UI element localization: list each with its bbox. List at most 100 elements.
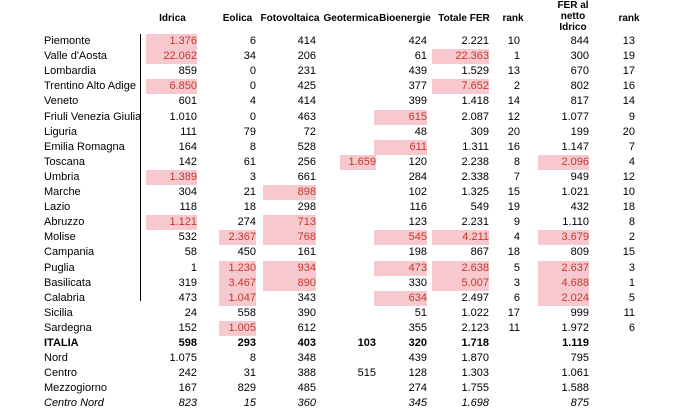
cell-rank2: 10 [622,186,635,198]
cell-geotermica: 103 [357,337,376,349]
cell-rank1 [500,381,520,396]
cell-totale: 1.718 [461,337,489,349]
cell-fer-netto: 2.024 [538,290,589,306]
cell-region: Veneto [44,95,79,108]
cell-eolica: 4 [249,95,256,108]
cell-fer-netto: 2.096 [538,154,589,170]
cell-region: Umbria [44,170,80,183]
cell-totale: 22.363 [432,49,489,65]
cell-bioenergie: 424 [408,35,427,47]
cell-fotovoltaica: 768 [263,230,316,246]
cell-fer-netto: 795 [570,352,589,365]
cell-idrica: 24 [184,306,197,319]
cell-rank1: 11 [508,321,520,334]
cell-bioenergie: 320 [408,337,427,349]
cell-rank2: 14 [622,95,635,108]
cell-rank1: 16 [507,140,520,153]
cell-region: Marche [44,186,81,198]
cell-region: Mezzogiorno [44,382,107,395]
cell-eolica: 18 [243,201,256,214]
cell-fer-netto: 802 [570,80,589,93]
header-rank-2: rank [618,13,640,24]
cell-rank1: 4 [513,231,520,244]
cell-eolica: 293 [237,337,256,349]
cell-bioenergie: 439 [408,352,427,365]
cell-eolica: 6 [249,35,256,47]
cell-rank2 [615,351,635,366]
cell-rank2: 3 [628,261,635,274]
cell-totale: 4.211 [432,230,489,246]
cell-geotermica [340,321,376,336]
cell-rank2: 18 [622,201,635,214]
cell-rank1: 12 [507,110,520,123]
cell-eolica: 21 [243,186,256,198]
cell-rank2: 1 [628,276,635,289]
cell-rank2: 7 [628,140,635,153]
cell-fer-netto: 1.110 [562,216,589,229]
cell-idrica: 1 [190,261,197,274]
cell-region: Toscana [44,155,85,168]
cell-fotovoltaica: 898 [263,185,316,200]
cell-region: Abruzzo [44,216,85,229]
cell-idrica: 1.376 [146,34,197,49]
cell-bioenergie: 120 [408,155,427,168]
header-bioenergie: Bioenergie [379,13,431,24]
cell-totale: 1.303 [461,367,489,380]
cell-idrica: 167 [178,382,197,395]
cell-rank2: 6 [628,321,635,334]
cell-fer-netto: 817 [570,95,589,108]
cell-idrica: 823 [178,397,197,410]
cell-totale: 2.638 [432,260,489,276]
cell-geotermica [340,261,376,276]
cell-fer-netto: 1.972 [561,321,589,334]
cell-rank1: 3 [513,276,520,289]
cell-fer-netto: 4.688 [538,275,589,291]
cell-fotovoltaica: 414 [297,95,316,108]
cell-bioenergie: 284 [408,170,427,183]
cell-idrica: 859 [178,65,197,78]
cell-geotermica [340,215,376,230]
cell-totale: 1.755 [461,382,489,395]
cell-fer-netto: 875 [570,397,589,410]
cell-region: Nord [44,352,68,365]
header-fotovoltaica: Fotovoltaica [260,13,320,24]
cell-totale: 2.338 [461,170,489,183]
cell-totale: 2.123 [461,321,489,334]
cell-geotermica [340,79,376,94]
cell-fer-netto: 670 [570,65,589,78]
cell-totale: 1.325 [461,186,489,198]
cell-totale: 1.311 [462,140,489,153]
cell-bioenergie: 377 [408,80,427,93]
cell-fotovoltaica: 256 [297,155,316,168]
cell-geotermica [340,306,376,321]
cell-fer-netto: 1.021 [561,186,589,198]
cell-rank1 [500,351,520,366]
cell-bioenergie: 123 [408,216,427,229]
cell-bioenergie: 473 [374,260,427,276]
cell-fotovoltaica: 403 [297,337,316,349]
cell-region: Valle d'Aosta [44,50,108,63]
cell-rank2: 4 [628,155,635,168]
cell-rank2: 5 [628,291,635,304]
cell-eolica: 1.047 [219,290,256,306]
cell-region: Lazio [44,201,71,214]
cell-idrica: 152 [178,321,197,334]
cell-rank2: 13 [622,35,635,47]
cell-geotermica [340,351,376,366]
header-totale-fer: Totale FER [438,13,490,24]
cell-bioenergie: 128 [408,367,427,380]
header-eolica: Eolica [222,13,253,24]
cell-geotermica: 515 [357,367,376,380]
cell-bioenergie: 355 [408,321,427,334]
cell-fotovoltaica: 661 [297,170,316,183]
cell-fotovoltaica: 388 [297,367,316,380]
cell-bioenergie: 274 [408,382,427,395]
cell-geotermica [340,110,376,125]
cell-eolica: 0 [249,65,256,78]
